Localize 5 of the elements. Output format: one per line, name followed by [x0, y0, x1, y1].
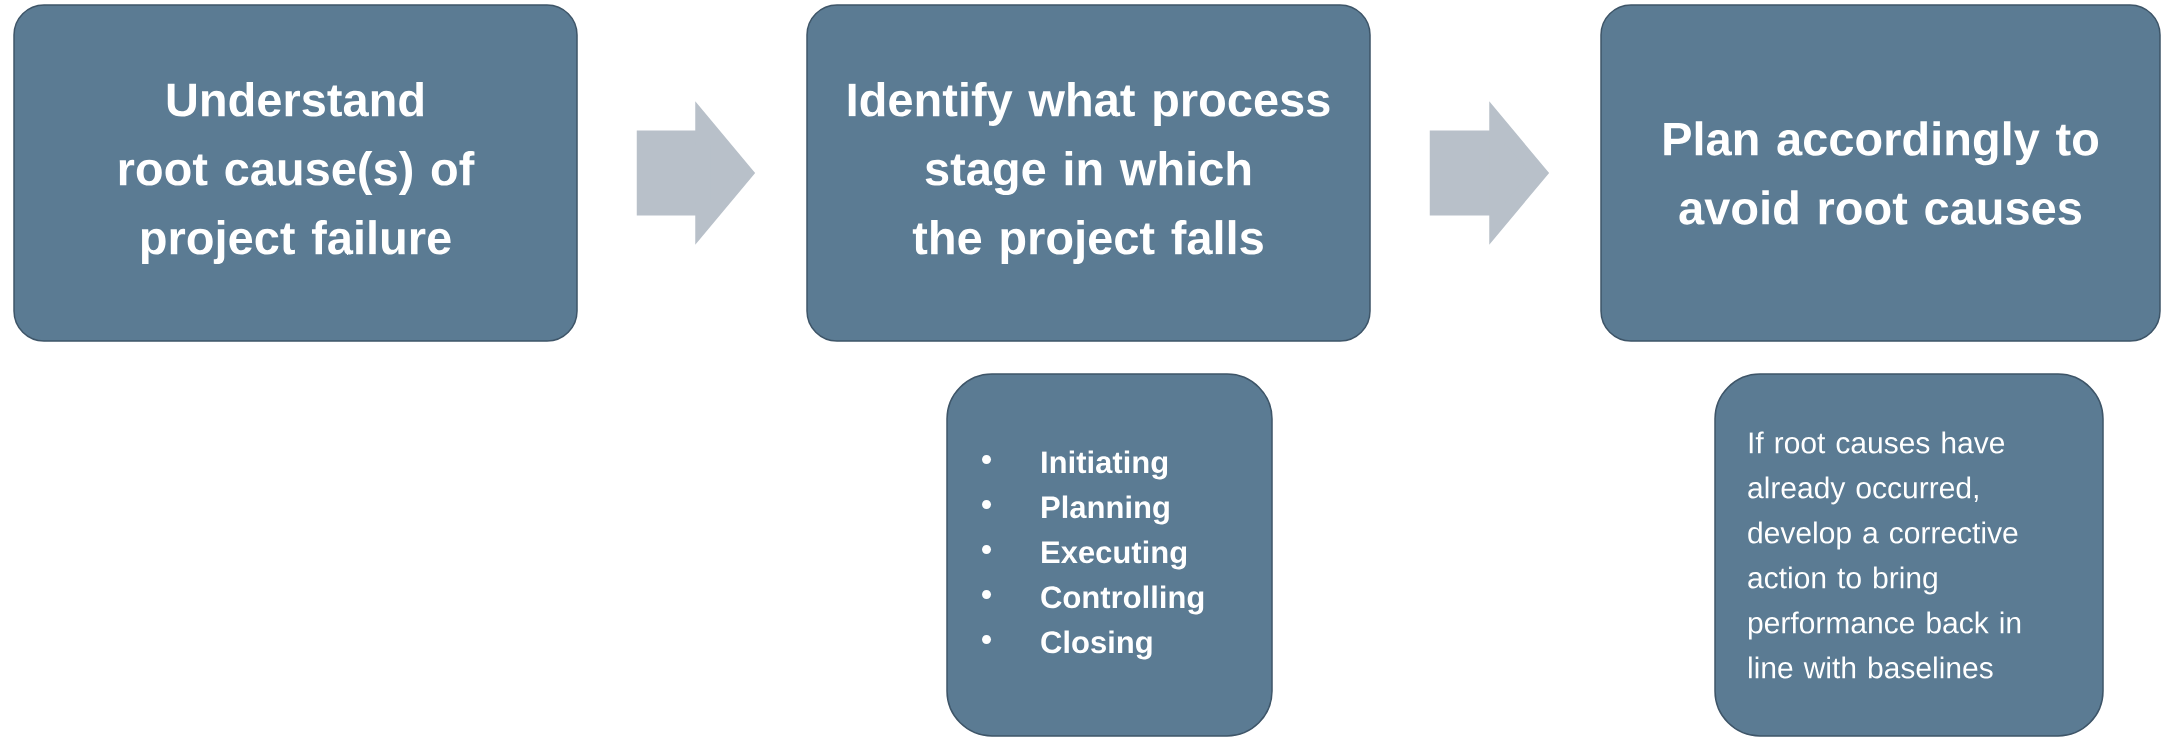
note-box: If root causes have already occurred, develop a corrective action to bring performance back in line with baselines — [1714, 373, 2104, 737]
process-box: Understand root cause(s) of project failure — [13, 4, 578, 342]
bullet-list-box: Initiating Planning Executing Controlling Closing — [946, 373, 1273, 737]
process-box: Identify what process stage in which the project falls — [806, 4, 1371, 342]
process-box: Plan accordingly to avoid root causes — [1600, 4, 2161, 342]
